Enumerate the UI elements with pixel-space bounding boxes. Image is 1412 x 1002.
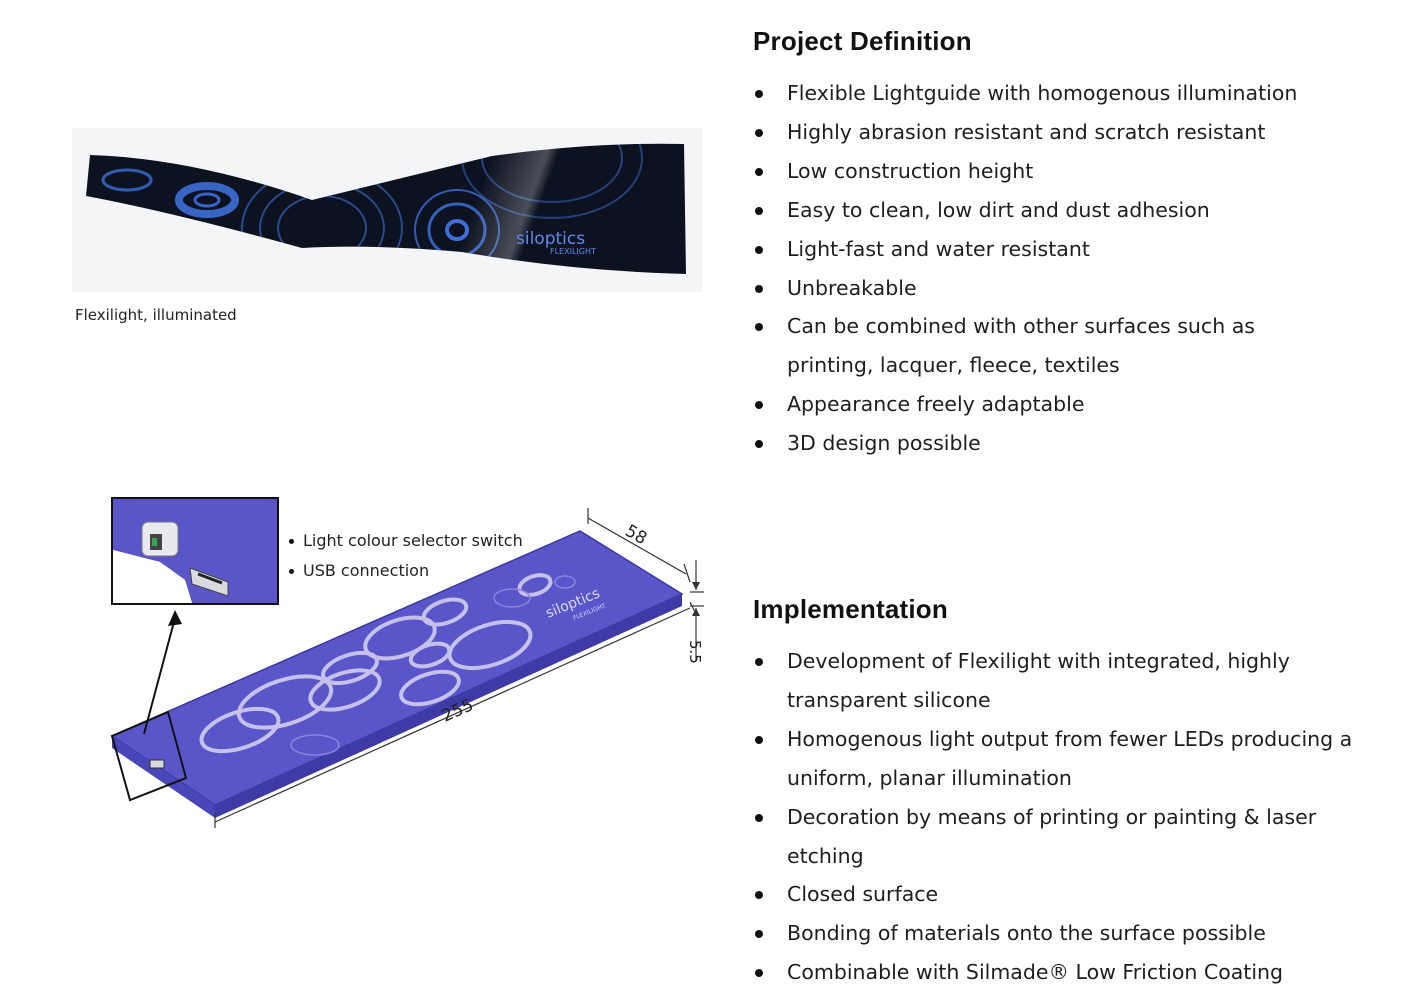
dimension-height: 5.5 <box>686 640 704 664</box>
list-item: Closed surface <box>752 875 1372 914</box>
photo-brand-text: siloptics <box>516 229 585 249</box>
list-item: Homogenous light output from fewer LEDs … <box>752 720 1377 798</box>
photo-caption: Flexilight, illuminated <box>75 306 237 324</box>
flexilight-photo: siloptics FLEXILIGHT <box>72 128 702 292</box>
list-item: Unbreakable <box>752 269 1352 308</box>
project-definition-title: Project Definition <box>753 26 972 56</box>
list-item: Can be combined with other surfaces such… <box>752 307 1267 385</box>
flexilight-drawing: siloptics FLEXILIGHT <box>100 490 720 830</box>
list-item: Development of Flexilight with integrate… <box>752 642 1307 720</box>
list-item: Easy to clean, low dirt and dust adhesio… <box>752 191 1352 230</box>
list-item: Bonding of materials onto the surface po… <box>752 914 1372 953</box>
implementation-list: Development of Flexilight with integrate… <box>752 642 1372 992</box>
dimension-width: 58 <box>622 521 651 549</box>
project-definition-list: Flexible Lightguide with homogenous illu… <box>752 74 1352 463</box>
list-item: Decoration by means of printing or paint… <box>752 798 1347 876</box>
list-item: Combinable with Silmade® Low Friction Co… <box>752 953 1372 992</box>
list-item: Appearance freely adaptable <box>752 385 1352 424</box>
detail-arrow-icon <box>168 610 182 626</box>
list-item: Low construction height <box>752 152 1352 191</box>
list-item: Highly abrasion resistant and scratch re… <box>752 113 1352 152</box>
drawing-callouts: Light colour selector switch USB connect… <box>287 526 523 586</box>
flexilight-photo-graphic: siloptics FLEXILIGHT <box>72 128 702 292</box>
list-item: Light-fast and water resistant <box>752 230 1352 269</box>
callout-usb-connection: USB connection <box>287 556 523 586</box>
photo-brand-subtext: FLEXILIGHT <box>550 247 596 256</box>
list-item: Flexible Lightguide with homogenous illu… <box>752 74 1352 113</box>
list-item: 3D design possible <box>752 424 1352 463</box>
implementation-title: Implementation <box>753 594 948 624</box>
flexilight-drawing-graphic: siloptics FLEXILIGHT <box>110 497 704 828</box>
callout-colour-switch: Light colour selector switch <box>287 526 523 556</box>
